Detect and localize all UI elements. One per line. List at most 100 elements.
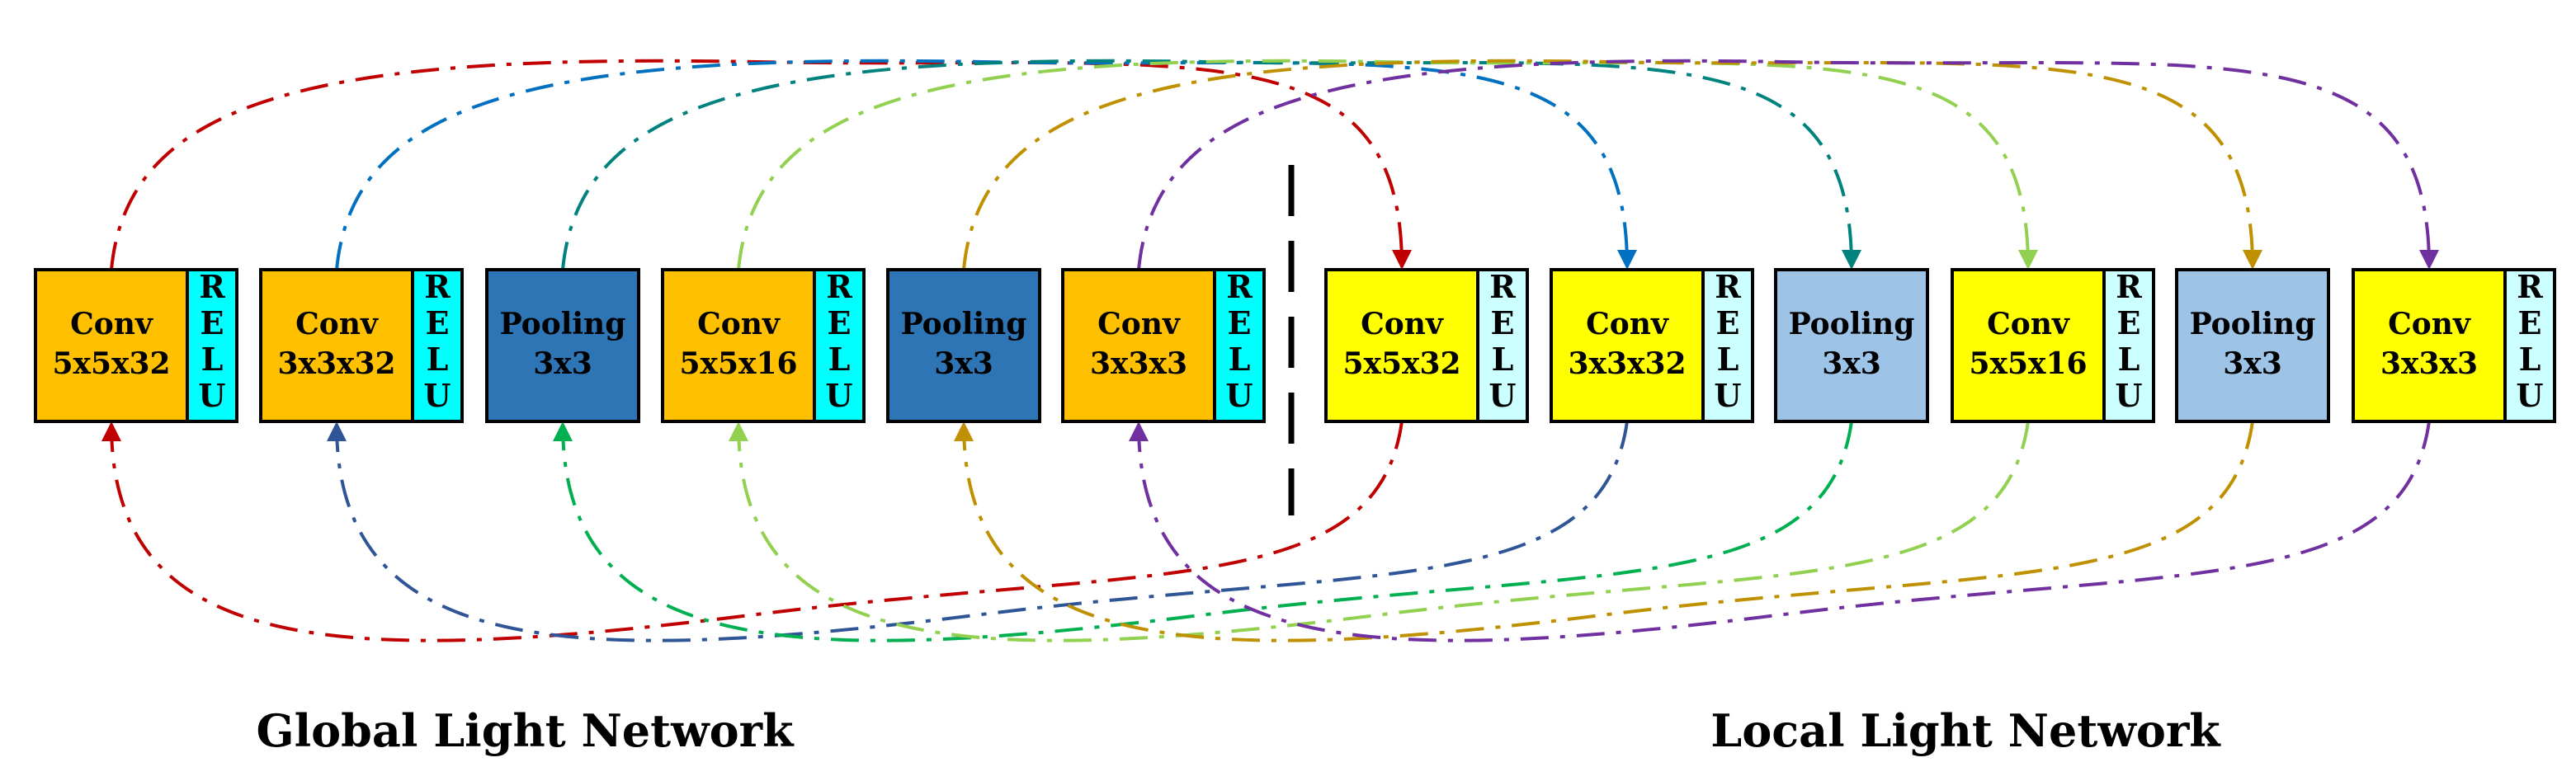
global-block-4-relu-box: [813, 268, 866, 423]
local-block-2-box: [1550, 268, 1705, 423]
global-block-3-pool: Pooling 3x3: [485, 268, 640, 423]
global-block-2-relu-letter: L: [427, 341, 449, 378]
local-block-2-relu-letter: R: [1715, 268, 1741, 305]
global-block-3-type: Pooling: [500, 307, 626, 341]
local-block-5-type: Pooling: [2190, 307, 2316, 341]
global-block-5-box: [886, 268, 1041, 423]
global-block-5-size: 3x3: [934, 346, 993, 381]
local-block-4-type: Conv: [1987, 307, 2070, 341]
global-block-6-relu-box: [1213, 268, 1266, 423]
local-block-4-relu-letter: E: [2117, 304, 2141, 341]
local-block-3-box: [1774, 268, 1929, 423]
global-block-6-relu-letter: U: [1225, 377, 1253, 414]
local-block-3-pool: Pooling 3x3: [1774, 268, 1929, 423]
global-block-1-box: [34, 268, 189, 423]
network-blocks: Conv5x5x32RELUConv3x3x32RELUPooling3x3Co…: [34, 268, 2556, 423]
local-network-title: Local Light Network: [1710, 704, 2221, 757]
global-block-4-relu-letter: U: [825, 377, 852, 414]
global-block-4-relu-letter: R: [826, 268, 852, 305]
global-block-6-relu-letter: R: [1226, 268, 1253, 305]
global-block-2-relu-letter: E: [426, 304, 450, 341]
top-link-3: [561, 59, 1861, 271]
global-block-6-box: [1061, 268, 1216, 423]
local-block-1-relu-letter: E: [1491, 304, 1515, 341]
local-block-2-size: 3x3x32: [1568, 346, 1686, 381]
local-block-6-size: 3x3x3: [2380, 346, 2478, 381]
global-block-1-type: Conv: [70, 307, 153, 341]
local-block-1-relu-letter: R: [1489, 268, 1516, 305]
local-block-1-relu-box: [1476, 268, 1529, 423]
local-block-1-size: 5x5x32: [1342, 346, 1460, 381]
local-block-1-type: Conv: [1361, 307, 1444, 341]
local-block-3-size: 3x3: [1822, 346, 1881, 381]
local-block-4-box: [1951, 268, 2106, 423]
local-block-5-size: 3x3: [2223, 346, 2282, 381]
local-block-3-type: Pooling: [1789, 307, 1915, 341]
local-block-2-relu-letter: E: [1716, 304, 1740, 341]
global-block-1-relu-letter: E: [201, 304, 224, 341]
global-block-4-box: [661, 268, 816, 423]
local-block-6-relu-letter: L: [2519, 341, 2541, 378]
bottom-link-4: [729, 421, 2030, 642]
global-block-2-relu-letter: U: [423, 377, 451, 414]
local-block-4-relu-letter: U: [2115, 377, 2142, 414]
local-block-4-relu-letter: L: [2118, 341, 2140, 378]
top-link-2: [335, 59, 1637, 271]
global-block-6-relu-letter: E: [1228, 304, 1252, 341]
global-block-1-relu-letter: U: [198, 377, 225, 414]
local-block-6-relu-letter: R: [2517, 268, 2543, 305]
global-block-1-relu-box: [186, 268, 238, 423]
global-block-6-type: Conv: [1097, 307, 1181, 341]
global-block-1-relu-letter: L: [201, 341, 224, 378]
top-link-5: [962, 59, 2262, 271]
connection-links: [101, 59, 2439, 642]
global-network-title: Global Light Network: [257, 704, 795, 757]
bottom-link-1: [101, 421, 1404, 642]
local-block-4-relu-letter: R: [2116, 268, 2142, 305]
global-block-1-relu-letter: R: [199, 268, 225, 305]
local-block-1-relu-letter: U: [1489, 377, 1516, 414]
global-block-2-box: [259, 268, 414, 423]
bottom-link-3: [553, 421, 1853, 642]
local-block-4-size: 5x5x16: [1969, 346, 2087, 381]
local-block-5-pool: Pooling 3x3: [2175, 268, 2330, 423]
bottom-link-2: [327, 421, 1629, 642]
local-block-2-type: Conv: [1586, 307, 1669, 341]
global-block-2-relu-letter: R: [424, 268, 451, 305]
local-block-6-relu-box: [2503, 268, 2556, 423]
top-link-4: [737, 59, 2038, 271]
bottom-link-5: [954, 421, 2254, 642]
global-block-4-type: Conv: [697, 307, 781, 341]
global-block-4-size: 5x5x16: [679, 346, 797, 381]
global-block-1-size: 5x5x32: [52, 346, 170, 381]
local-block-1-box: [1324, 268, 1479, 423]
local-block-6-relu-letter: E: [2518, 304, 2542, 341]
local-block-2-relu-letter: L: [1717, 341, 1739, 378]
local-block-6-relu-letter: U: [2516, 377, 2543, 414]
global-block-6-relu-letter: L: [1229, 341, 1251, 378]
local-block-6-type: Conv: [2388, 307, 2471, 341]
global-block-3-size: 3x3: [533, 346, 592, 381]
local-block-5-box: [2175, 268, 2330, 423]
local-block-1-relu-letter: L: [1492, 341, 1514, 378]
global-block-4-relu-letter: E: [828, 304, 852, 341]
global-block-4-relu-letter: L: [828, 341, 851, 378]
global-block-2-size: 3x3x32: [277, 346, 395, 381]
top-link-6: [1137, 59, 2439, 271]
local-block-2-relu-box: [1701, 268, 1754, 423]
local-block-4-relu-box: [2102, 268, 2155, 423]
global-block-2-relu-box: [411, 268, 464, 423]
local-block-6-box: [2352, 268, 2507, 423]
global-block-6-size: 3x3x3: [1090, 346, 1187, 381]
global-block-3-box: [485, 268, 640, 423]
top-link-1: [110, 59, 1412, 271]
